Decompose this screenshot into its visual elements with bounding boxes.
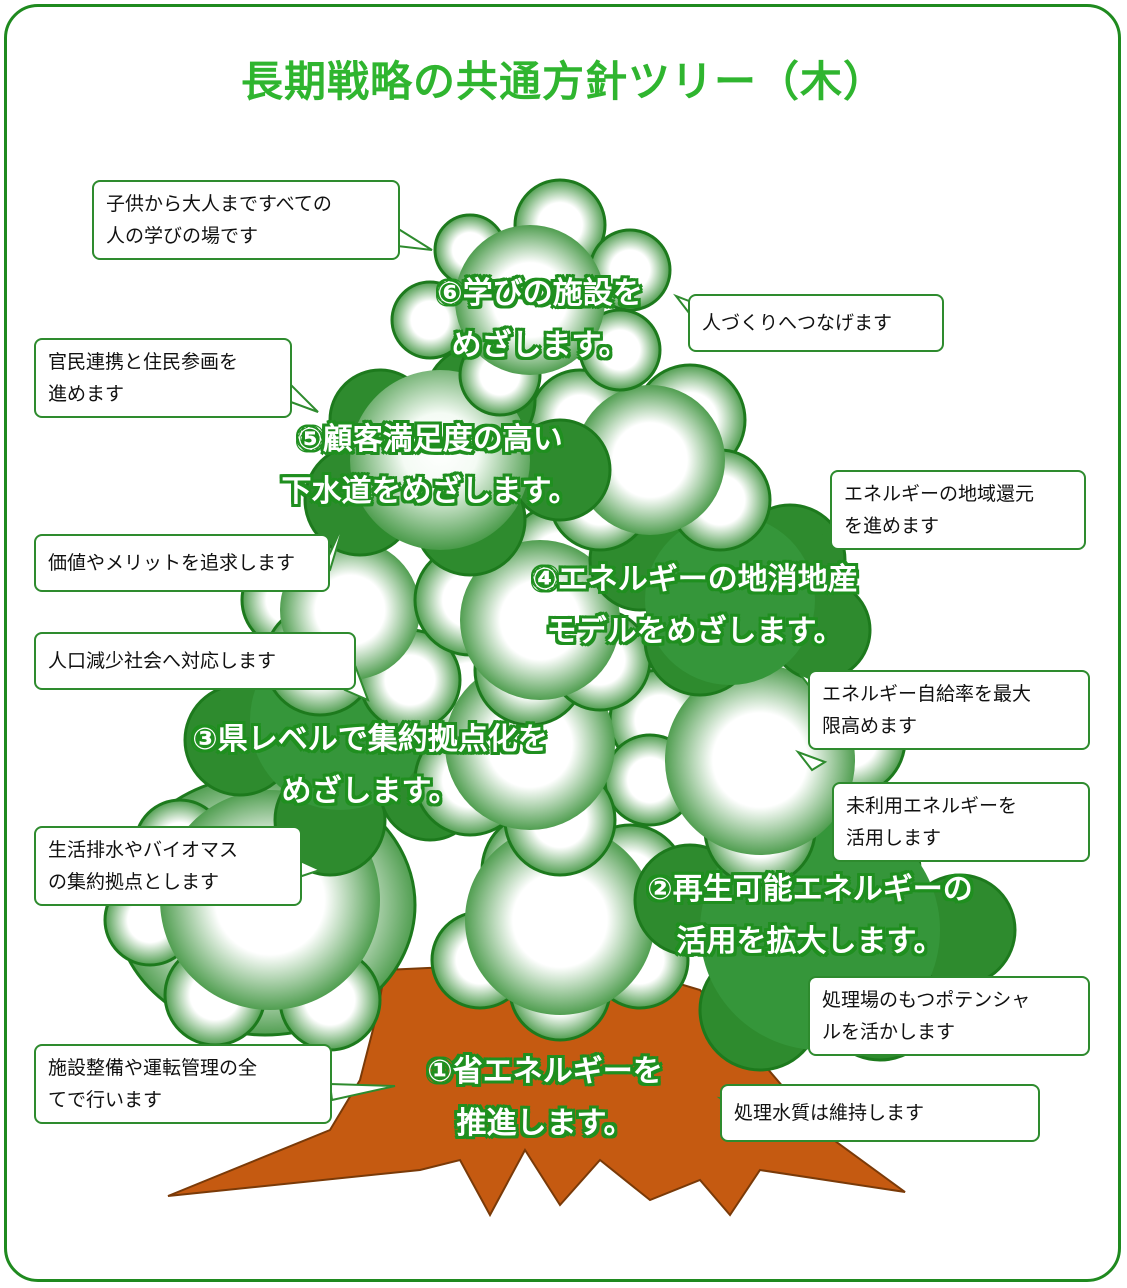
heading-3-consolidation: ③県レベルで集約拠点化を めざします。 [192,722,548,809]
heading-1-energy-saving: ①省エネルギーを 推進します。 [427,1054,663,1141]
callout-energy-self-sufficiency: エネルギー自給率を最大 限高めます [808,670,1090,750]
callout-plant-potential: 処理場のもつポテンシャ ルを活かします [808,976,1090,1056]
callout-learning-place: 子供から大人まですべての 人の学びの場です [92,180,400,260]
callout-unused-energy: 未利用エネルギーを 活用します [832,782,1090,862]
callout-biomass-hub: 生活排水やバイオマス の集約拠点とします [34,826,302,906]
callout-water-quality: 処理水質は維持します [720,1084,1040,1142]
diagram-title: 長期戦略の共通方針ツリー（木） [240,57,886,106]
heading-5-customer-satisfaction: ⑤顧客満足度の高い 下水道をめざします。 [281,422,579,509]
heading-4-local-energy-model: ④エネルギーの地消地産 モデルをめざします。 [532,562,858,649]
callout-public-private-partnership: 官民連携と住民参画を 進めます [34,338,292,418]
callout-energy-local-return: エネルギーの地域還元 を進めます [830,470,1086,550]
callout-people-development: 人づくりへつなげます [688,294,944,352]
callout-population-decline: 人口減少社会へ対応します [34,632,356,690]
heading-2-renewable-energy: ②再生可能エネルギーの 活用を拡大します。 [647,872,973,959]
callout-facility-operation: 施設整備や運転管理の全 てで行います [34,1044,332,1124]
callout-value-benefit: 価値やメリットを追求します [34,534,330,592]
foliage-cloud-top [390,178,672,417]
heading-6-learning-facility: ⑥学びの施設を めざします。 [437,276,643,363]
